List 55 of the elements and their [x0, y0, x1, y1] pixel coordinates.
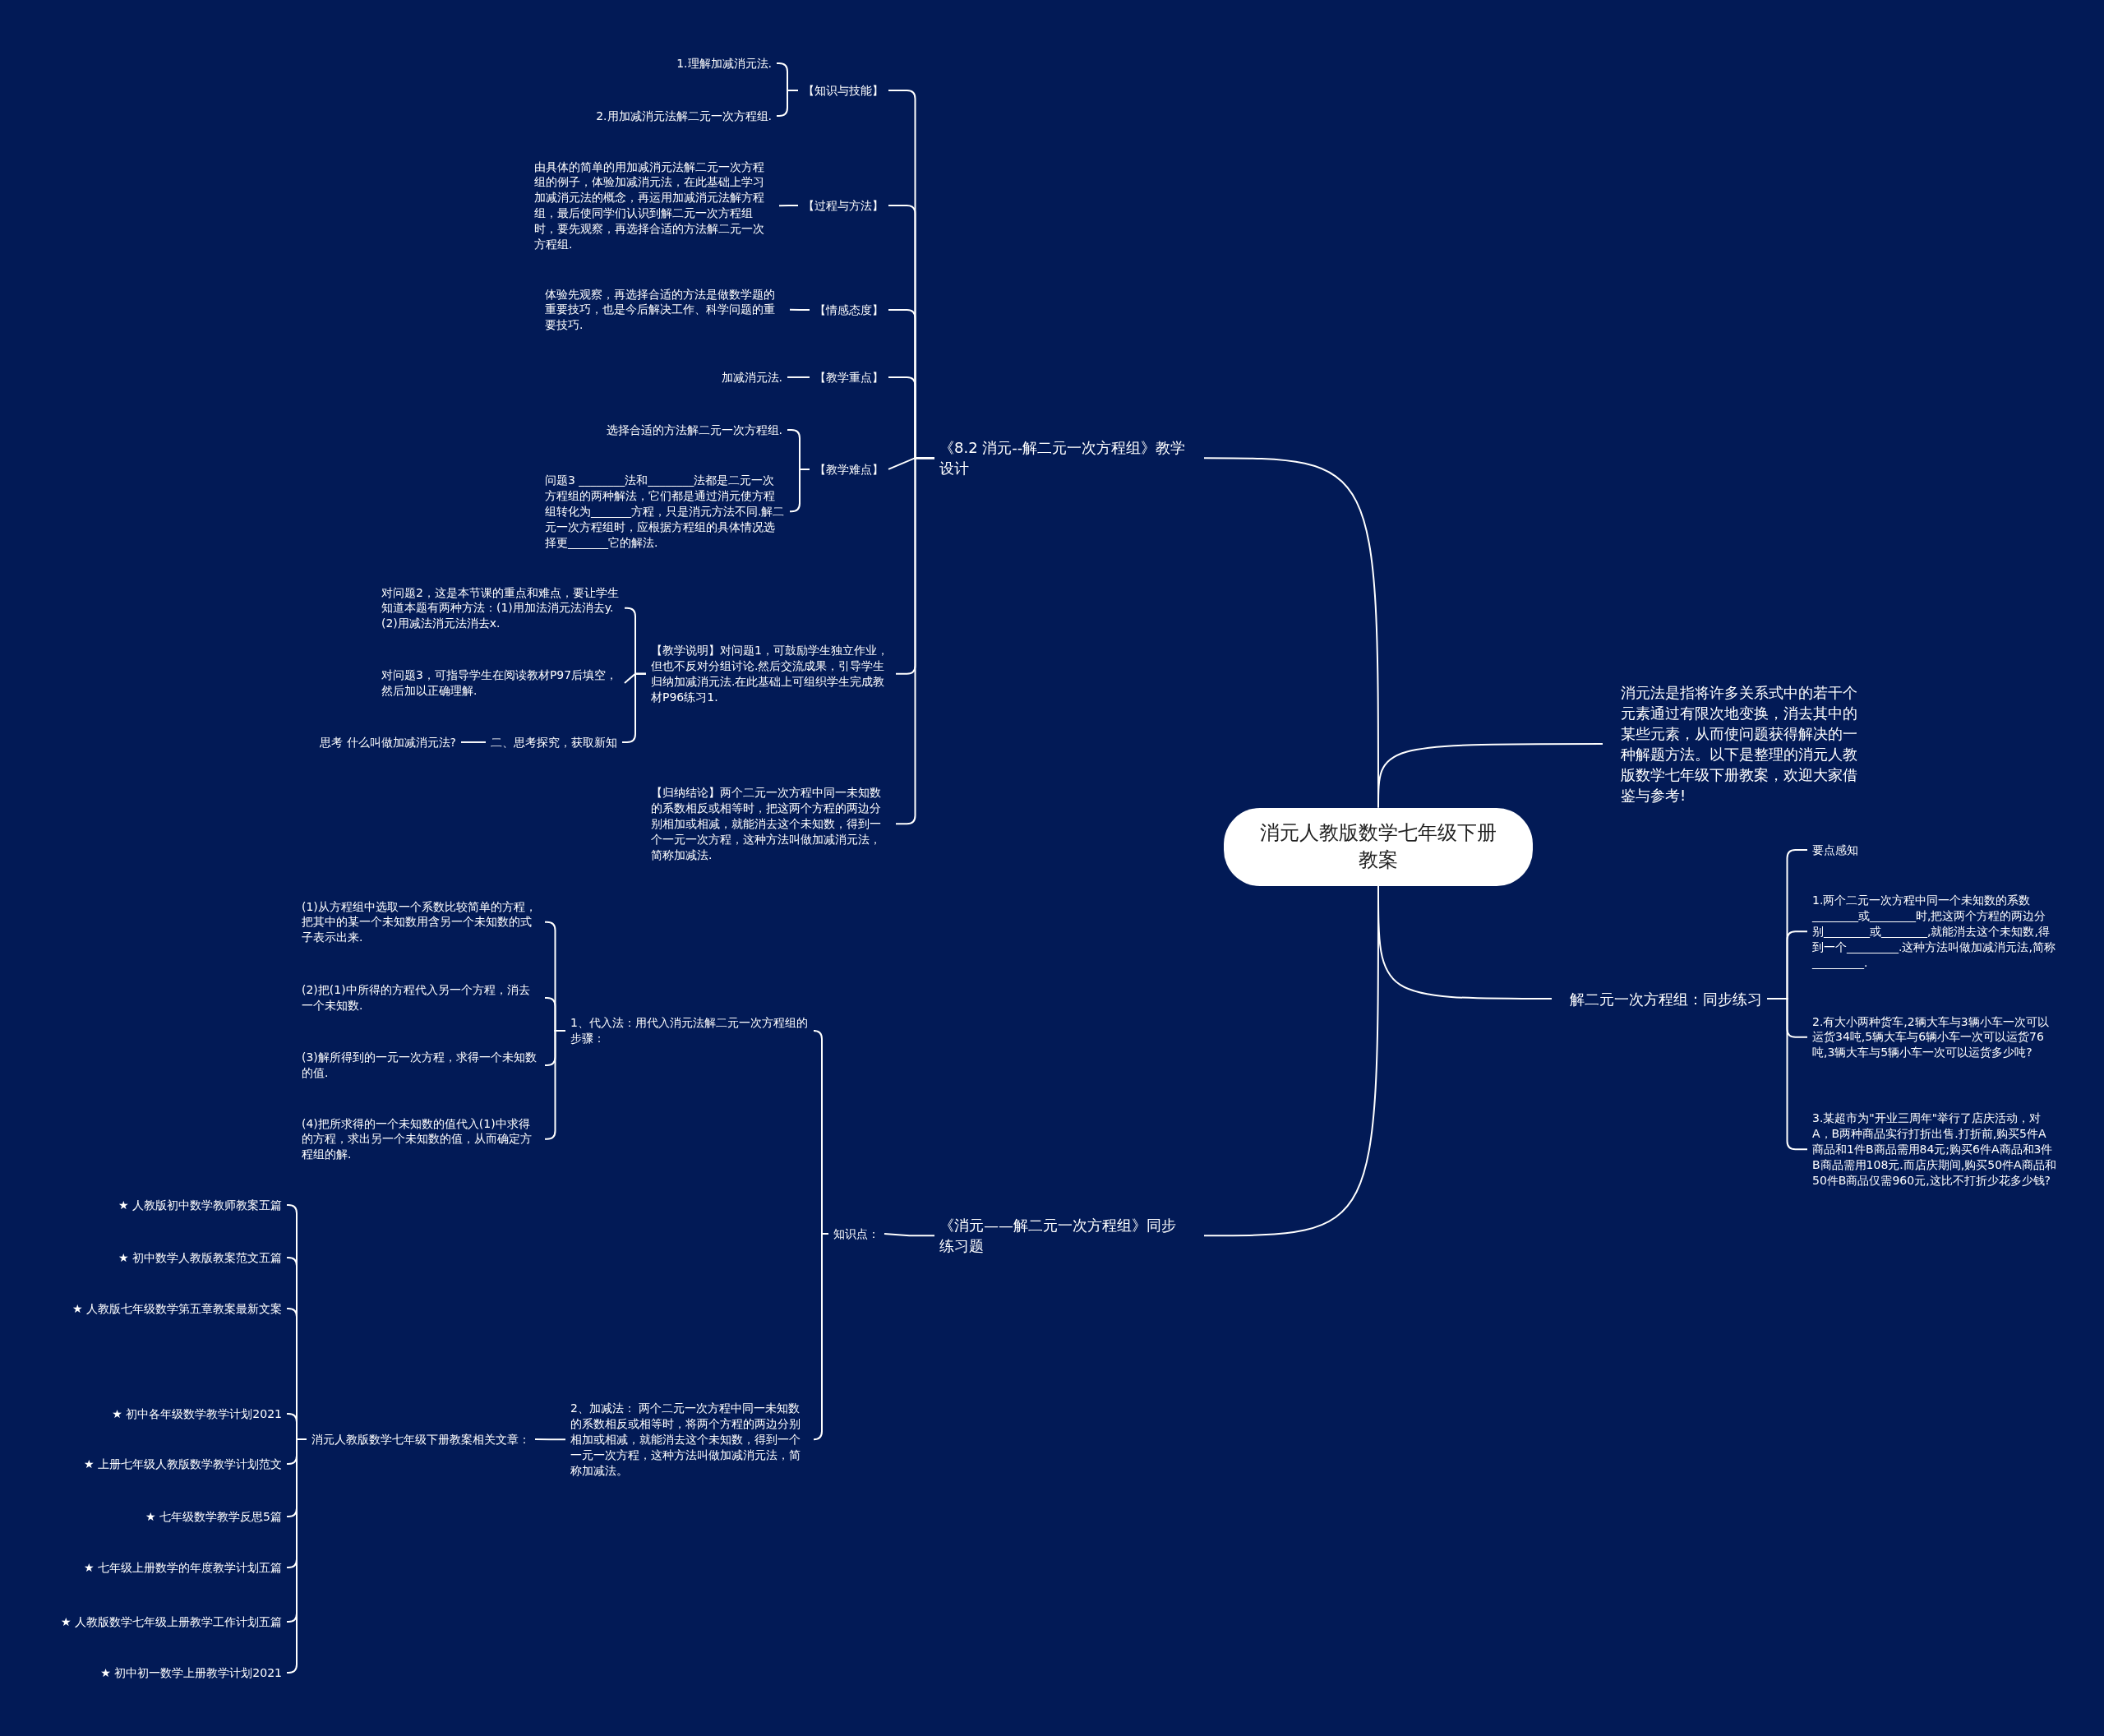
topic-text: ★ 初中数学人教版教案范文五篇	[118, 1249, 282, 1266]
topic-text: ★ 人教版初中数学教师教案五篇	[118, 1197, 282, 1213]
connector-line	[460, 741, 487, 743]
connector-line	[789, 308, 810, 311]
branch-topic: 《8.2 消元--解二元一次方程组》教学设计	[939, 437, 1186, 479]
topic-text: 【过程与方法】	[803, 197, 884, 214]
topic-text: 1.两个二元一次方程中同一个未知数的系数________或________时,把这两个方程的两边分别________或________,就能消去这个未知数,得到一个_________.这种方法叫做加减消元法,简称_________.	[1812, 893, 2057, 971]
topic-text: ★ 七年级数学教学反思5篇	[145, 1508, 282, 1525]
branch-topic: 消元法是指将许多关系式中的若干个元素通过有限次地变换，消去其中的某些元素，从而使问题获得解决的一种解题方法。以下是整理的消元人教版数学七年级下册教案，欢迎大家借鉴与参考!	[1621, 681, 1859, 806]
topic-text: ★ 人教版数学七年级上册教学工作计划五篇	[61, 1614, 282, 1630]
connector-line	[1377, 743, 1603, 809]
topic-text: 思考 什么叫做加减消元法?	[320, 734, 456, 750]
topic-text: 1.理解加减消元法.	[676, 55, 772, 72]
topic-text: 要点感知	[1812, 842, 1858, 858]
branch-topic: 解二元一次方程组：同步练习	[1570, 988, 1762, 1009]
topic-text: 【归纳结论】两个二元一次方程中同一未知数的系数相反或相等时，把这两个方程的两边分别相加或相减，就能消去这个未知数，得到一个一元一次方程，这种方法叫做加减消元法，简称加减法.	[651, 785, 891, 863]
connector-line	[776, 89, 799, 117]
topic-text: (1)从方程组中选取一个系数比较简单的方程，把其中的某一个未知数用含另一个未知数的式子表示出来.	[302, 898, 540, 946]
topic-text: 体验先观察，再选择合适的方法是做数学题的重要技巧，也是今后解决工作、科学问题的重要技巧.	[545, 286, 785, 334]
connector-line	[884, 1232, 935, 1237]
topic-text: 加减消元法.	[721, 369, 782, 386]
topic-text: 【知识与技能】	[803, 82, 884, 99]
topic-text: ★ 初中初一数学上册教学计划2021	[100, 1664, 282, 1681]
topic-text: ★ 人教版七年级数学第五章教案最新文案	[72, 1300, 282, 1317]
topic-text: 【情感态度】	[814, 302, 884, 318]
topic-text: (2)把(1)中所得的方程代入另一个方程，消去一个未知数.	[302, 982, 540, 1013]
topic-text: 知识点：	[833, 1226, 879, 1242]
topic-text: (4)把所求得的一个未知数的值代入(1)中求得的方程，求出另一个未知数的值，从而确定方程组的解.	[302, 1115, 540, 1163]
connector-line	[787, 376, 810, 378]
topic-text: 【教学说明】对问题1，可鼓励学生独立作业，但也不反对分组讨论.然后交流成果，引导学生归纳加减消元法.在此基础上可组织学生完成教材P96练习1.	[651, 643, 891, 705]
topic-text: 问题3 ________法和________法都是二元一次方程组的两种解法，它们都是通过消元使方程组转化为_______方程，只是消元方法不同.解二元一次方程组时，应根据方程组的具体情况选择更_______它的解法.	[545, 473, 785, 551]
topic-text: 二、思考探究，获取新知	[491, 734, 617, 750]
connector-line	[534, 1438, 566, 1441]
topic-text: 【教学重点】	[814, 369, 884, 386]
topic-text: 【教学难点】	[814, 461, 884, 478]
topic-text: ★ 初中各年级数学教学计划2021	[112, 1406, 282, 1422]
topic-text: (3)解所得到的一元一次方程，求得一个未知数的值.	[302, 1050, 540, 1081]
topic-text: 消元人教版数学七年级下册教案相关文章：	[311, 1431, 530, 1447]
topic-text: 选择合适的方法解二元一次方程组.	[606, 422, 782, 438]
topic-text: 2.用加减消元法解二元一次方程组.	[596, 108, 772, 124]
topic-text: 对问题3，可指导学生在阅读教材P97后填空，然后加以正确理解.	[381, 667, 620, 699]
connector-line	[286, 1438, 307, 1674]
topic-text: 1、代入法：用代入消元法解二元一次方程组的步骤：	[570, 1015, 810, 1046]
topic-text: 2.有大小两种货车,2辆大车与3辆小车一次可以运货34吨,5辆大车与6辆小车一次可以运货76吨,3辆大车与5辆小车一次可以运货多少吨?	[1812, 1013, 2057, 1061]
branch-topic: 《消元——解二元一次方程组》同步练习题	[939, 1215, 1186, 1257]
connector-line	[789, 468, 810, 513]
topic-text: 对问题2，这是本节课的重点和难点，要让学生知道本题有两种方法：(1)用加法消元法消去y.(2)用减法消元法消去x.	[381, 584, 620, 632]
connector-line	[778, 204, 799, 207]
topic-text: ★ 上册七年级人教版数学教学计划范文	[84, 1456, 282, 1472]
topic-text: ★ 七年级上册数学的年度教学计划五篇	[84, 1559, 282, 1576]
central-topic: 消元人教版数学七年级下册教案	[1224, 807, 1533, 886]
connector-line	[544, 1029, 566, 1140]
topic-text: 2、加减法： 两个二元一次方程中同一未知数的系数相反或相等时，将两个方程的两边分别相加或相减，就能消去这个未知数，得到一个一元一次方程，这种方法叫做加减消元法，简称加减法。	[570, 1401, 810, 1479]
topic-text: 由具体的简单的用加减消元法解二元一次方程组的例子，体验加减消元法，在此基础上学习加减消元法的概念，再运用加减消元法解方程组，最后使同学们认识到解二元一次方程组时，要先观察，再选择合适的方法解二元一次方程组.	[534, 159, 774, 252]
topic-text: 3.某超市为"开业三周年"举行了店庆活动，对A，B两种商品实行打折出售.打折前,购买5件A商品和1件B商品需用84元;购买6件A商品和3件B商品需用108元.而店庆期间,购买50件A商品和50件B商品仅需960元,这比不打折少花多少钱?	[1812, 1110, 2057, 1189]
